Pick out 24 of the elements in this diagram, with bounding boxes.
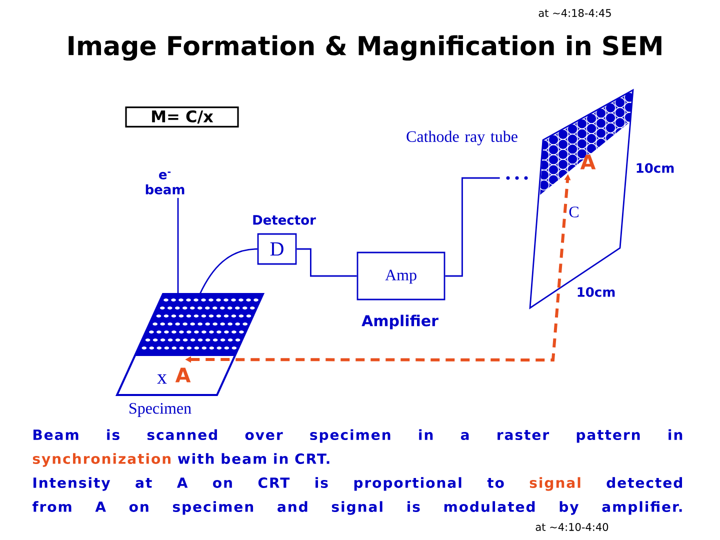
body-text: from A on specimen and signal is modulated by amplifier.	[32, 501, 682, 515]
connector-line	[445, 177, 500, 277]
connector-line	[177, 198, 179, 294]
amplifier-box: Amp	[356, 252, 446, 300]
distance-label: x	[157, 374, 167, 384]
formula-box: M= C/x	[125, 106, 239, 128]
specimen-label: Specimen	[130, 403, 192, 417]
point-label: A	[175, 368, 191, 382]
point-label: A	[580, 154, 596, 170]
body-text: Intensity at A on CRT is proportional to signal detected	[34, 477, 682, 491]
detector-box: D	[257, 233, 297, 265]
connector-line	[199, 248, 258, 294]
distance-label: C	[569, 206, 578, 218]
time-note: at ~4:10-4:40	[536, 523, 608, 531]
amplifier-label: Amplifier	[362, 314, 438, 330]
time-note: at ~4:18-4:45	[538, 9, 611, 17]
connector-line	[296, 248, 357, 277]
body-text: synchronization with beam in CRT.	[32, 453, 330, 467]
title: Image Formation & Magnification in SEM	[68, 35, 662, 61]
screen-label: Cathode ray tube	[406, 130, 518, 146]
beam-label: e$^{-}$ beam	[146, 172, 184, 194]
detector-label: Detector	[253, 215, 316, 225]
body-text: Beam is scanned over specimen in a raster pattern in	[34, 429, 682, 443]
dimension-label: 10cm	[578, 287, 615, 297]
